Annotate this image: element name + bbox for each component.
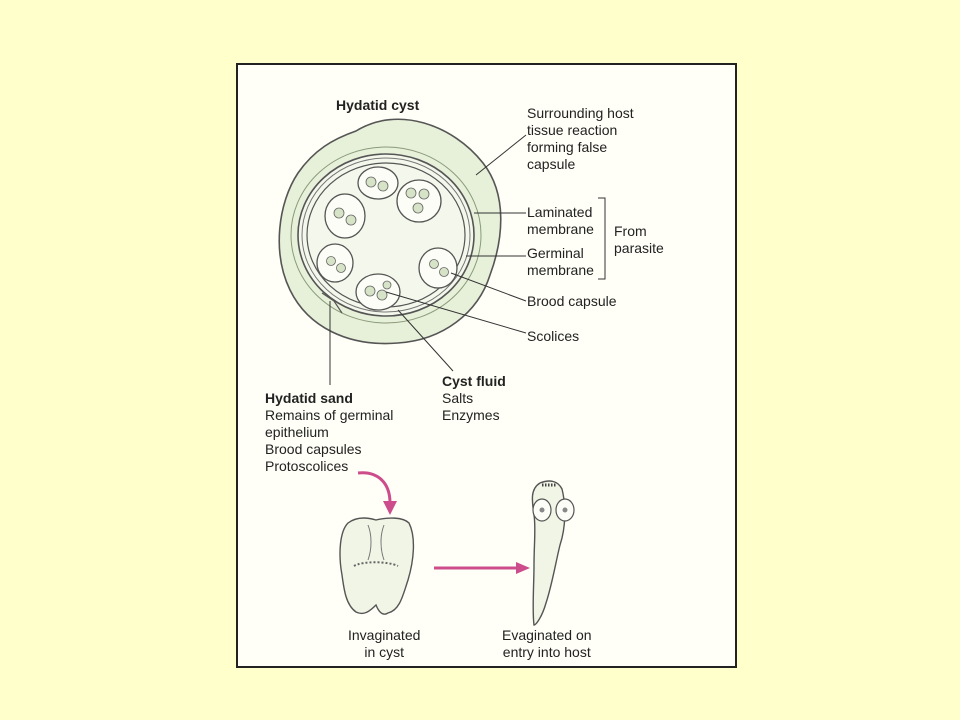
hydatid-cyst-illustration	[278, 118, 606, 626]
sucker-center	[539, 507, 545, 513]
scolex	[405, 187, 417, 199]
brood-capsule	[357, 166, 399, 200]
brood-capsule	[418, 247, 458, 289]
diagram-title: Hydatid cyst	[336, 97, 420, 113]
label-scolices: Scolices	[527, 328, 580, 344]
label-line: Protoscolices	[265, 458, 349, 474]
label-line: Brood capsules	[265, 441, 362, 457]
scolex	[376, 289, 388, 301]
label-line: membrane	[527, 262, 594, 278]
straight-arrow-head	[516, 562, 530, 574]
brood-capsule	[396, 179, 442, 223]
leader-scolices	[385, 291, 527, 334]
sucker-center	[562, 507, 568, 513]
invaginated-protoscolex	[339, 517, 415, 615]
scolex	[412, 202, 424, 214]
label-line: From	[614, 223, 647, 239]
scolex	[345, 214, 357, 226]
label-line: forming false	[527, 139, 608, 155]
invaginated-neck	[367, 524, 385, 561]
scolex	[364, 285, 376, 297]
from-parasite-bracket	[598, 197, 606, 280]
label-line: in cyst	[364, 644, 405, 660]
label-evaginated: Evaginated on entry into host	[502, 627, 592, 661]
hydatid-sand-notch	[321, 292, 343, 314]
scolex	[333, 207, 345, 219]
label-line: Enzymes	[442, 407, 500, 423]
label-line: Evaginated on	[502, 627, 592, 643]
false-capsule-ring	[290, 146, 482, 324]
label-cyst-fluid: Cyst fluid Salts Enzymes	[442, 373, 506, 424]
label-host-capsule: Surrounding host tissue reaction forming…	[527, 105, 634, 173]
curved-arrow	[357, 471, 392, 504]
label-line: Remains of germinal	[265, 407, 394, 423]
laminated-layer	[301, 157, 471, 313]
diagram-panel: Hydatid cyst Surrounding host tissue rea…	[236, 63, 737, 668]
label-from-parasite: From parasite	[614, 223, 664, 257]
scolex	[365, 176, 377, 188]
invaginated-hooks	[353, 561, 399, 567]
label-line: tissue reaction	[527, 122, 618, 138]
label-line: Laminated	[527, 204, 593, 220]
curved-arrow-head	[383, 501, 397, 515]
label-laminated-membrane: Laminated membrane	[527, 204, 594, 238]
brood-capsule	[324, 193, 366, 239]
leader-brood-capsule	[450, 272, 527, 302]
scolex	[336, 263, 346, 273]
leader-host-capsule	[475, 134, 527, 176]
label-line: Salts	[442, 390, 474, 406]
hydatid-sand-title: Hydatid sand	[265, 390, 353, 406]
label-invaginated: Invaginated in cyst	[348, 627, 420, 661]
scolex	[429, 259, 439, 269]
label-germinal-membrane: Germinal membrane	[527, 245, 594, 279]
cyst-fluid-title: Cyst fluid	[442, 373, 506, 389]
label-line: capsule	[527, 156, 576, 172]
label-line: Germinal	[527, 245, 584, 261]
scolex	[382, 280, 392, 290]
label-hydatid-sand: Hydatid sand Remains of germinal epithel…	[265, 390, 393, 475]
scolex	[439, 267, 449, 277]
label-line: epithelium	[265, 424, 329, 440]
label-line: membrane	[527, 221, 594, 237]
scolex	[377, 180, 389, 192]
leader-cyst-fluid	[397, 309, 454, 372]
label-line: parasite	[614, 240, 664, 256]
label-line: Surrounding host	[527, 105, 634, 121]
label-line: Invaginated	[348, 627, 421, 643]
scolex	[418, 188, 430, 200]
scolex	[326, 256, 336, 266]
label-line: entry into host	[502, 644, 591, 660]
label-brood-capsule: Brood capsule	[527, 293, 617, 309]
